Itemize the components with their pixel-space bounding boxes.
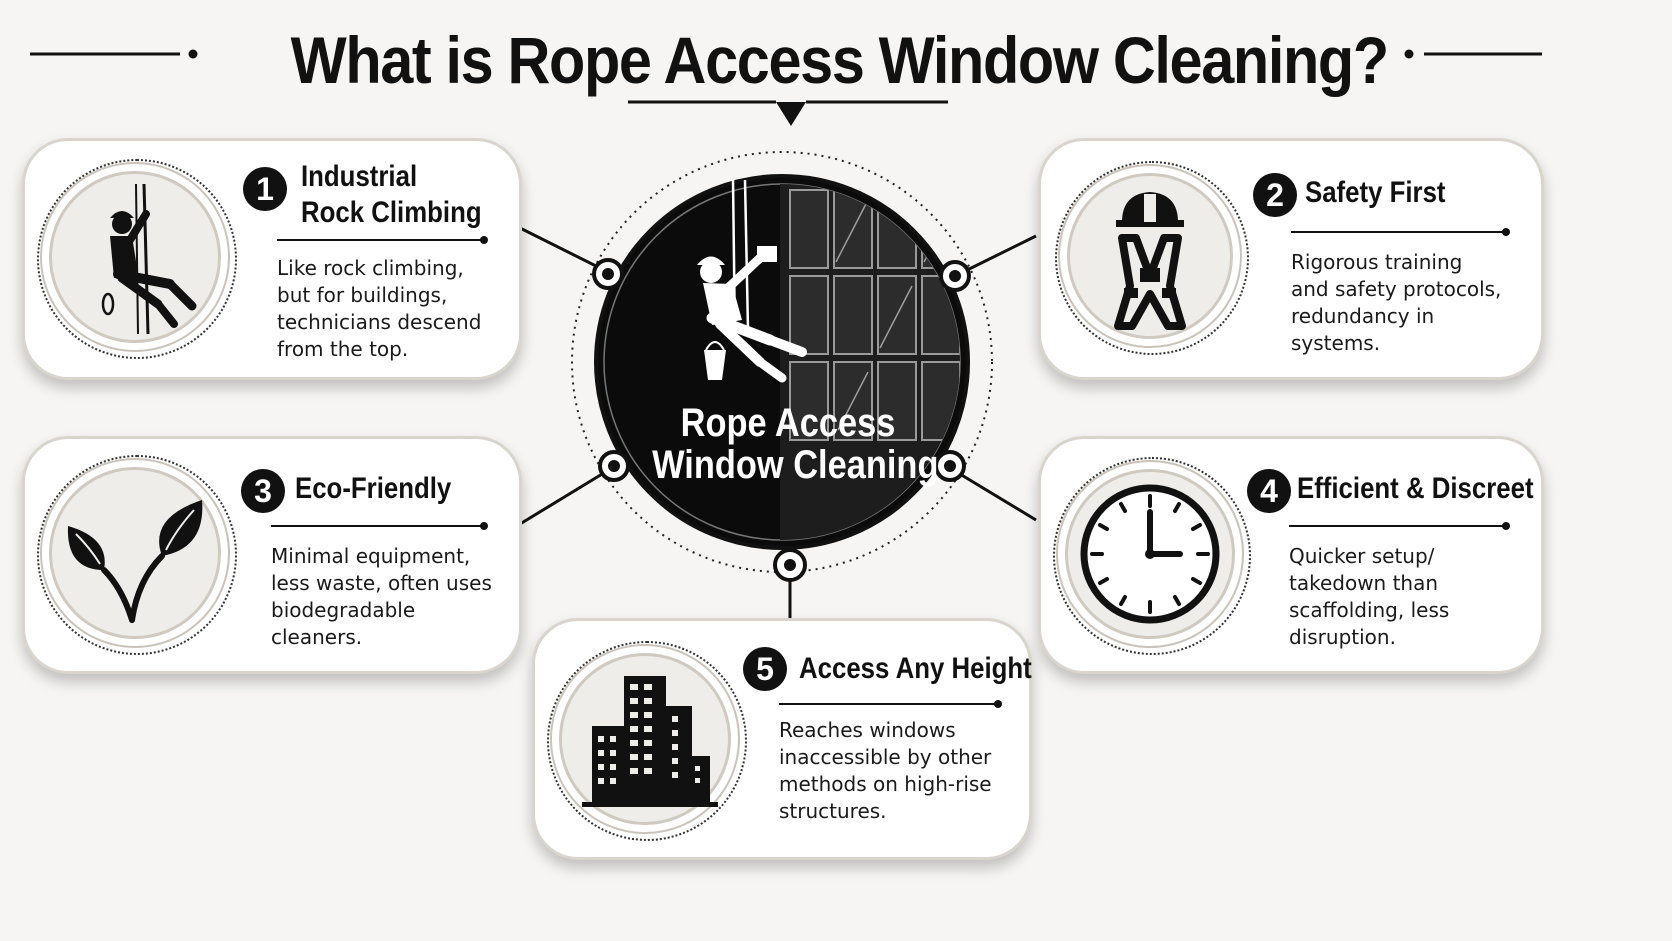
icon-dotted-ring xyxy=(1053,457,1251,655)
icon-disc xyxy=(1067,173,1233,339)
icon-dotted-ring xyxy=(37,455,237,655)
card-description: Rigorous training and safety protocols, … xyxy=(1291,250,1502,355)
title-pointer-icon xyxy=(776,102,806,126)
icon-dotted-ring xyxy=(37,159,237,359)
card-description: Like rock climbing, but for buildings, t… xyxy=(277,256,482,361)
hub-label-line-1: Rope Access xyxy=(680,401,896,445)
card-number-badge: 2 xyxy=(1253,173,1297,217)
card-title: Eco-Friendly xyxy=(295,472,452,505)
window-cleaner-icon xyxy=(697,179,807,383)
icon-disc xyxy=(559,653,731,825)
title-dot-left xyxy=(188,49,198,59)
clock-icon xyxy=(1080,484,1220,624)
card-description: Quicker setup/ takedown than scaffolding… xyxy=(1289,544,1450,649)
card-industrial-rock-climbing: 1 Industrial Rock Climbing Like rock cli… xyxy=(22,138,522,380)
hub-label: Rope Access Window Cleaning xyxy=(652,401,939,487)
connector-card-3 xyxy=(519,466,613,526)
hub-nodes xyxy=(592,258,971,582)
card-divider xyxy=(779,700,1002,708)
card-description: Minimal equipment, less waste, often use… xyxy=(271,544,492,649)
connector-card-4 xyxy=(949,466,1037,522)
card-description: Reaches windows inaccessible by other me… xyxy=(779,718,992,823)
card-divider xyxy=(271,522,488,530)
title-dot-right xyxy=(1404,49,1414,59)
helmet-harness-icon xyxy=(1114,192,1186,330)
card-title: Industrial Rock Climbing xyxy=(301,160,482,229)
rope-climber-icon xyxy=(101,183,197,335)
icon-dotted-ring xyxy=(1055,161,1249,355)
card-efficient-discreet: 4 Efficient & Discreet Quicker setup/ ta… xyxy=(1038,436,1544,674)
page-title: What is Rope Access Window Cleaning? xyxy=(290,23,1390,97)
card-title: Safety First xyxy=(1305,176,1446,209)
hub-label-line-2: Window Cleaning xyxy=(652,443,939,487)
card-divider xyxy=(277,236,488,244)
card-number-badge: 5 xyxy=(743,647,787,691)
card-number-badge: 1 xyxy=(243,167,287,211)
card-divider xyxy=(1289,522,1510,530)
card-title: Efficient & Discreet xyxy=(1297,472,1534,505)
icon-disc xyxy=(49,171,221,343)
card-title: Access Any Height xyxy=(799,652,1032,685)
card-access-any-height: 5 Access Any Height Reaches windows inac… xyxy=(532,618,1032,860)
card-number-badge: 4 xyxy=(1247,469,1291,513)
icon-dotted-ring xyxy=(547,641,747,841)
card-safety-first: 2 Safety First Rigorous training and saf… xyxy=(1038,138,1544,380)
connector-card-1 xyxy=(519,226,609,274)
skyscraper-icon xyxy=(582,676,718,807)
card-number-badge: 3 xyxy=(241,469,285,513)
icon-disc xyxy=(49,467,221,639)
card-eco-friendly: 3 Eco-Friendly Minimal equipment, less w… xyxy=(22,436,522,674)
icon-disc xyxy=(1065,469,1235,639)
card-divider xyxy=(1291,228,1510,236)
leaf-icon xyxy=(67,500,203,623)
